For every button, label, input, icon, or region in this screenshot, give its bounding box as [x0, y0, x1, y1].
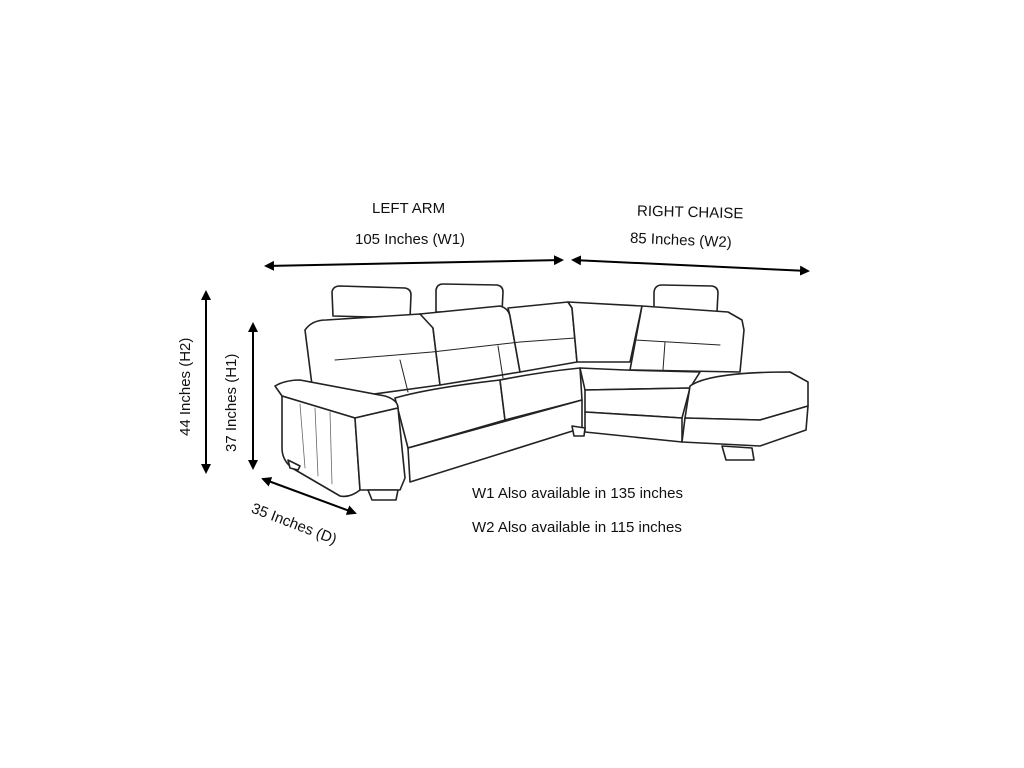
- w1-arrow: [264, 255, 564, 271]
- headrest-3: [653, 284, 719, 313]
- h2-dimension-label: 44 Inches (H2): [177, 337, 194, 436]
- headrest-1: [331, 285, 412, 319]
- left-section-title: LEFT ARM: [372, 200, 446, 217]
- seat-left-2: [499, 367, 583, 421]
- left-arm-side: [354, 407, 406, 491]
- back-corner-1: [507, 301, 578, 373]
- depth-arrow: [261, 477, 357, 515]
- h1-dimension-label: 37 Inches (H1): [223, 353, 240, 452]
- chaise-base: [681, 405, 809, 447]
- seat-corner: [579, 367, 701, 391]
- w1-availability-note: W1 Also available in 135 inches: [472, 485, 683, 502]
- headrest-2: [435, 283, 504, 313]
- left-arm-leg: [367, 489, 399, 501]
- w2-availability-note: W2 Also available in 115 inches: [472, 519, 682, 536]
- right-section-title: RIGHT CHAISE: [636, 202, 744, 223]
- seat-right-base: [584, 411, 683, 443]
- w2-arrow: [571, 255, 810, 276]
- chaise-leg: [721, 445, 755, 461]
- sofa-drawing: [274, 283, 809, 501]
- back-corner-2: [567, 301, 643, 363]
- left-leg-back: [287, 459, 301, 471]
- w1-dimension-label: 105 Inches (W1): [355, 231, 466, 248]
- back-right: [629, 305, 745, 373]
- dimension-arrows: [201, 255, 810, 515]
